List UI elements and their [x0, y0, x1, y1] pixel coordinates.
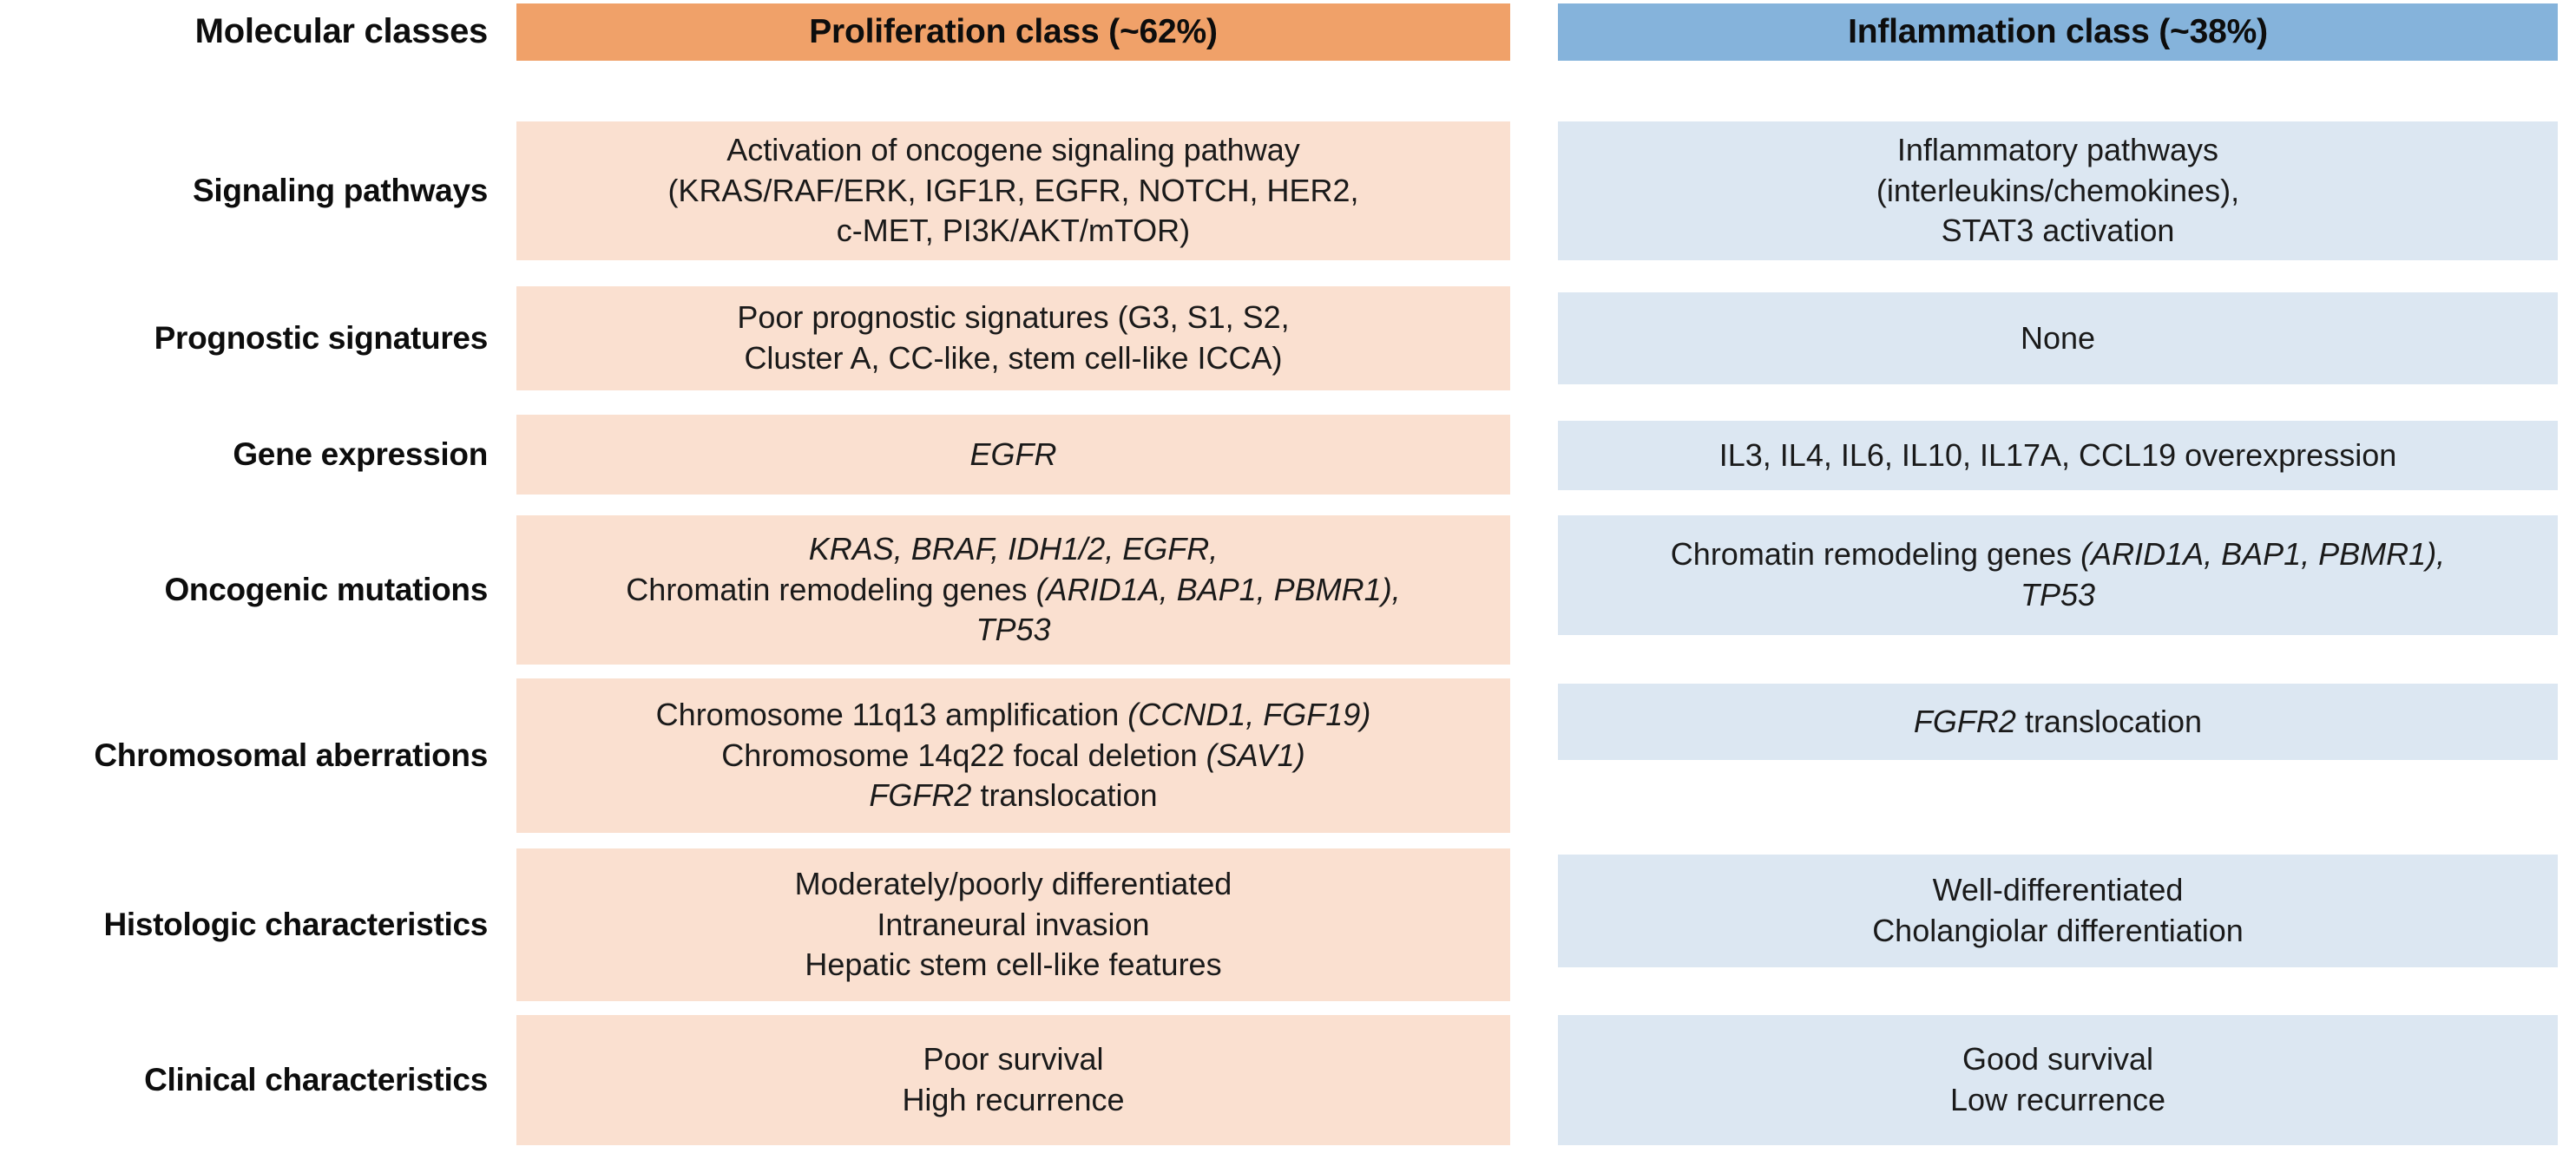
cell-oncogenic-mutations-proliferation: KRAS, BRAF, IDH1/2, EGFR, Chromatin remo…	[516, 515, 1510, 665]
table-row-clinical-characteristics: Clinical characteristics	[0, 1015, 2576, 1145]
cell-chromosomal-aberrations-proliferation: Chromosome 11q13 amplification (CCND1, F…	[516, 678, 1510, 833]
table-row-prognostic-signatures: Prognostic signatures	[0, 286, 2576, 390]
text-line: (interleukins/chemokines),	[1876, 172, 2240, 208]
text-line: Cluster A, CC-like, stem cell-like ICCA)	[744, 340, 1283, 376]
text-line: Chromosome 11q13 amplification (CCND1, F…	[656, 695, 1371, 736]
text-line: Low recurrence	[1949, 1082, 2166, 1117]
table-row-oncogenic-mutations: Oncogenic mutations	[0, 515, 2576, 665]
text-plain: Chromosome 11q13 amplification	[655, 696, 1128, 732]
text-plain: translocation	[2015, 703, 2203, 739]
cell-histologic-characteristics-inflammation: Well-differentiated Cholangiolar differe…	[1558, 855, 2558, 967]
text-italic-genes: (ARID1A, BAP1, PBMR1),	[2080, 536, 2446, 573]
row-label-clinical-characteristics: Clinical characteristics	[144, 1061, 488, 1097]
text-line: Well-differentiated	[1932, 872, 2184, 908]
text-line: High recurrence	[902, 1082, 1125, 1117]
text-line: FGFR2 translocation	[656, 776, 1371, 816]
row-label-histologic-characteristics: Histologic characteristics	[103, 906, 488, 942]
cell-prognostic-signatures-proliferation: Poor prognostic signatures (G3, S1, S2, …	[516, 286, 1510, 390]
row-label-chromosomal-aberrations: Chromosomal aberrations	[94, 737, 488, 773]
text-line: Good survival	[1962, 1041, 2154, 1078]
text-plain: Chromatin remodeling genes	[1670, 536, 2081, 573]
text-line: Inflammatory pathways	[1896, 131, 2219, 167]
row-label-signaling-pathways: Signaling pathways	[193, 172, 488, 208]
table-row-chromosomal-aberrations: Chromosomal aberrations	[0, 678, 2576, 833]
text-line: Chromatin remodeling genes (ARID1A, BAP1…	[1671, 534, 2445, 575]
text-italic-genes: (CCND1, FGF19)	[1127, 696, 1371, 732]
text-line: STAT3 activation	[1941, 213, 2175, 249]
cell-clinical-characteristics-proliferation: Poor survival High recurrence	[516, 1015, 1510, 1145]
cell-chromosomal-aberrations-inflammation: FGFR2 translocation	[1558, 684, 2558, 760]
table-row-histologic-characteristics: Histologic characteristics	[0, 848, 2576, 1001]
header-inflammation-class: Inflammation class (~38%)	[1558, 3, 2558, 61]
table-row-signaling-pathways: Signaling pathways	[0, 121, 2576, 260]
text-line: None	[2020, 319, 2096, 356]
cell-oncogenic-mutations-inflammation: Chromatin remodeling genes (ARID1A, BAP1…	[1558, 515, 2558, 635]
table-row-gene-expression: Gene expression	[0, 415, 2576, 495]
text-line: (KRAS/RAF/ERK, IGF1R, EGFR, NOTCH, HER2,	[667, 172, 1359, 208]
text-plain: Chromatin remodeling genes	[626, 571, 1036, 607]
text-italic-genes: FGFR2	[869, 777, 972, 814]
cell-gene-expression-proliferation: EGFR	[516, 415, 1510, 495]
text-line: Cholangiolar differentiation	[1872, 913, 2244, 948]
row-label-prognostic-signatures: Prognostic signatures	[154, 319, 489, 356]
text-line: TP53	[2020, 577, 2096, 612]
cell-signaling-pathways-inflammation: Inflammatory pathways (interleukins/chem…	[1558, 121, 2558, 260]
header-row-label: Molecular classes	[194, 12, 489, 50]
text-italic-genes: FGFR2	[1913, 703, 2016, 739]
text-line: Chromosome 14q22 focal deletion (SAV1)	[656, 736, 1371, 776]
text-line: KRAS, BRAF, IDH1/2, EGFR,	[808, 530, 1219, 567]
text-plain: Chromosome 14q22 focal deletion	[721, 737, 1206, 773]
table-header-row: Molecular classes	[0, 0, 2576, 62]
text-line: EGFR	[969, 436, 1057, 472]
text-line: Activation of oncogene signaling pathway	[726, 131, 1300, 167]
text-line: Poor prognostic signatures (G3, S1, S2,	[737, 299, 1290, 336]
text-line: Chromatin remodeling genes (ARID1A, BAP1…	[626, 570, 1400, 611]
row-label-gene-expression: Gene expression	[233, 436, 488, 472]
cell-gene-expression-inflammation: IL3, IL4, IL6, IL10, IL17A, CCL19 overex…	[1558, 421, 2558, 490]
text-line: c-MET, PI3K/AKT/mTOR)	[836, 213, 1191, 249]
cell-prognostic-signatures-inflammation: None	[1558, 292, 2558, 384]
header-proliferation-class: Proliferation class (~62%)	[516, 3, 1510, 61]
cell-signaling-pathways-proliferation: Activation of oncogene signaling pathway…	[516, 121, 1510, 260]
text-line: Hepatic stem cell-like features	[805, 947, 1222, 983]
row-label-oncogenic-mutations: Oncogenic mutations	[164, 571, 488, 607]
text-line: Intraneural invasion	[877, 906, 1150, 942]
text-line: IL3, IL4, IL6, IL10, IL17A, CCL19 overex…	[1718, 436, 2397, 473]
text-line: Moderately/poorly differentiated	[794, 865, 1232, 901]
text-line: FGFR2 translocation	[1914, 702, 2202, 743]
cell-histologic-characteristics-proliferation: Moderately/poorly differentiated Intrane…	[516, 848, 1510, 1001]
text-plain: translocation	[971, 777, 1158, 814]
text-line: TP53	[976, 612, 1051, 648]
text-italic-genes: (ARID1A, BAP1, PBMR1),	[1035, 571, 1401, 607]
cell-clinical-characteristics-inflammation: Good survival Low recurrence	[1558, 1015, 2558, 1145]
text-line: Poor survival	[923, 1041, 1104, 1078]
text-italic-genes: (SAV1)	[1206, 737, 1305, 773]
